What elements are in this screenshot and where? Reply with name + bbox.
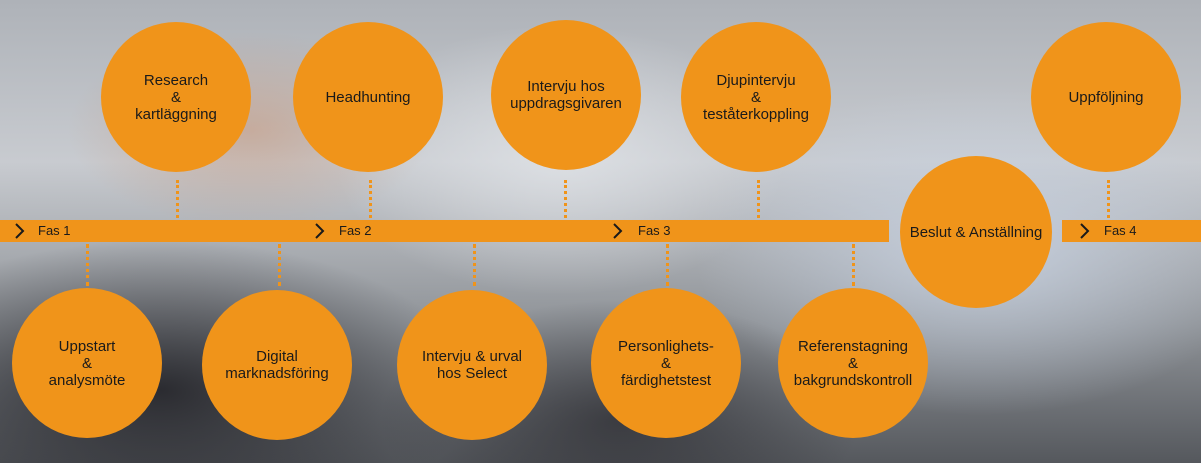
chevron-right-icon [315,223,325,239]
phase-label-1: Fas 1 [38,223,71,238]
connector-djupintervju [757,180,760,218]
timeline-bar-main [0,220,889,242]
step-personlighet-label: Personlighets- & färdighetstest [618,337,714,389]
step-intervju-uppdragsgivaren: Intervju hos uppdragsgivaren [491,20,641,170]
step-intervju-uppdragsgivaren-label: Intervju hos uppdragsgivaren [510,78,622,112]
step-headhunting-label: Headhunting [325,88,411,106]
step-research: Research & kartläggning [101,22,251,172]
step-djupintervju-label: Djupintervju & teståterkoppling [703,71,809,123]
step-uppstart: Uppstart & analysmöte [12,288,162,438]
connector-referens [852,244,855,286]
chevron-right-icon [613,223,623,239]
step-referens-label: Referenstagning & bakgrundskontroll [793,337,913,389]
connector-intervju-urval [473,244,476,286]
step-referens: Referenstagning & bakgrundskontroll [778,288,928,438]
phase-label-4: Fas 4 [1104,223,1137,238]
connector-uppfoljning [1107,180,1110,218]
step-uppstart-label: Uppstart & analysmöte [48,337,126,389]
step-digital: Digital marknadsföring [202,290,352,440]
step-beslut-label: Beslut & Anställning [909,223,1043,241]
connector-uppstart [86,244,89,286]
phase-label-2: Fas 2 [339,223,372,238]
step-uppfoljning-label: Uppföljning [1068,88,1144,106]
step-intervju-urval: Intervju & urval hos Select [397,290,547,440]
connector-digital [278,244,281,286]
timeline-bar-end [1062,220,1201,242]
step-personlighet: Personlighets- & färdighetstest [591,288,741,438]
step-intervju-urval-label: Intervju & urval hos Select [421,348,523,382]
connector-personlighet [666,244,669,286]
step-uppfoljning: Uppföljning [1031,22,1181,172]
connector-research [176,180,179,218]
step-beslut: Beslut & Anställning [900,156,1052,308]
chevron-right-icon [1080,223,1090,239]
step-digital-label: Digital marknadsföring [225,348,329,382]
connector-headhunting [369,180,372,218]
step-headhunting: Headhunting [293,22,443,172]
chevron-right-icon [15,223,25,239]
phase-label-3: Fas 3 [638,223,671,238]
step-research-label: Research & kartläggning [135,71,217,123]
step-djupintervju: Djupintervju & teståterkoppling [681,22,831,172]
connector-intervju-uppdragsgivaren [564,180,567,218]
